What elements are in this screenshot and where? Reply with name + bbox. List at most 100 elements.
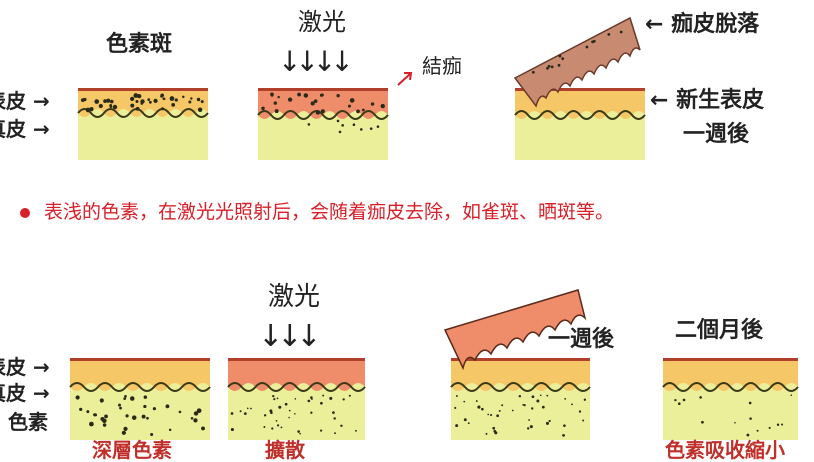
scab-pigment-dot [557, 63, 561, 67]
spread-caption: 擴散 [265, 438, 305, 462]
block-two-months-pigment-dot [734, 421, 736, 424]
skin-diagram [69, 16, 799, 440]
block-deep-pigment-pigment-dot [141, 414, 146, 419]
scab-piece-bottom [443, 289, 587, 371]
block-laser-spread-pigment-dot [246, 407, 249, 410]
block-deep-pigment-pigment-dot [102, 423, 107, 427]
block-pigment-spot-pigment-dot [85, 107, 91, 113]
deep-pigment-caption: 深層色素 [92, 438, 172, 462]
pigment-spot-title: 色素斑 [106, 32, 173, 57]
block-one-week-pigment-dot [455, 394, 458, 397]
block-deep-pigment-pigment-dot [117, 403, 121, 407]
block-one-week-pigment-dot [477, 405, 481, 409]
note-line: 表浅的色素，在激光光照射后，会随着痂皮去除，如雀斑、晒斑等。 [20, 203, 614, 222]
block-one-week-pigment-dot [463, 400, 466, 403]
one-week-label-bottom: 一週後 [548, 327, 615, 352]
block-one-week-boundary [450, 382, 591, 392]
block-laser-spread-pigment-dot [294, 398, 297, 400]
one-week-label-top: 一週後 [683, 122, 750, 147]
scab-pigment-dot [550, 65, 554, 69]
block-pigment-spot-pigment-dot [109, 99, 114, 104]
block-one-week-pigment-dot [531, 395, 535, 399]
block-laser-spread-pigment-dot [280, 426, 283, 429]
block-laser-spread-pigment-dot [348, 394, 351, 397]
block-laser-spread-pigment-dot [299, 432, 301, 435]
block-laser-spread-surface [228, 358, 365, 361]
block-deep-pigment-pigment-dot [104, 414, 108, 419]
block-laser-spread-pigment-dot [269, 409, 273, 413]
block-laser-spread-pigment-dot [275, 419, 278, 422]
scab-arrow-icon [397, 73, 411, 86]
block-laser-spread-pigment-dot [297, 430, 300, 433]
block-deep-pigment-pigment-dot [121, 430, 126, 435]
block-laser-spread-pigment-dot [310, 396, 313, 399]
residual-pigment-dot [359, 128, 363, 131]
laser-arrows-bottom: ↓↓↓ [258, 319, 321, 354]
new-epidermis-label: ← 新生表皮 [650, 88, 765, 113]
block-deep-pigment-pigment-dot [75, 395, 80, 400]
block-deep-pigment-pigment-dot [93, 413, 97, 417]
block-pigment-spot-pigment-dot [169, 96, 175, 101]
block-deep-pigment-pigment-dot [89, 421, 94, 427]
residual-pigment-dot [369, 127, 373, 130]
block-laser-spread-pigment-dot [334, 432, 336, 435]
block-deep-pigment-pigment-dot [123, 426, 128, 431]
block-laser-top-pigment-dot [270, 93, 274, 97]
scab-label: 結痂 [422, 54, 462, 78]
residual-pigment-dot [336, 119, 340, 123]
block-one-week-pigment-dot [518, 394, 522, 398]
block-one-week-pigment-dot [501, 404, 504, 407]
block-laser-spread-pigment-dot [276, 424, 280, 427]
block-one-week-pigment-dot [496, 414, 499, 418]
block-one-week-pigment-dot [511, 409, 514, 412]
block-laser-spread-pigment-dot [250, 407, 252, 410]
block-laser-top-pigment-dot [380, 103, 385, 109]
laser-arrows-top: ↓↓↓↓ [278, 45, 354, 78]
block-pigment-spot-pigment-dot [153, 98, 158, 103]
laser-label-bottom: 激光 [268, 282, 321, 312]
block-deep-pigment-surface [70, 358, 210, 361]
block-one-week-surface [451, 358, 590, 361]
block-pigment-spot-pigment-dot [130, 103, 135, 108]
residual-pigment-dot [341, 124, 344, 127]
block-one-week-pigment-dot [531, 407, 534, 410]
block-pigment-spot-pigment-dot [135, 106, 140, 111]
block-two-months-pigment-dot [781, 423, 784, 426]
block-pigment-spot-pigment-dot [129, 96, 135, 101]
block-two-months-pigment-dot [768, 426, 771, 429]
block-pigment-spot-pigment-dot [90, 108, 94, 112]
block-pigment-spot-pigment-dot [190, 97, 193, 100]
block-deep-pigment-pigment-dot [143, 395, 148, 399]
block-deep-pigment-pigment-dot [168, 428, 172, 432]
block-deep-pigment-pigment-dot [150, 433, 154, 437]
block-pigment-spot-pigment-dot [112, 104, 118, 110]
block-laser-top-pigment-dot [361, 108, 365, 112]
block-one-week-pigment-dot [475, 400, 478, 402]
note-text: 表浅的色素，在激光光照射后，会随着痂皮去除，如雀斑、晒斑等。 [44, 201, 615, 223]
block-pigment-spot-pigment-dot [140, 99, 145, 104]
scab-arrow-head-icon [404, 72, 413, 81]
block-pigment-spot-surface [78, 88, 208, 91]
block-new-epidermis-boundary [514, 110, 646, 120]
laser-label-top: 激光 [298, 8, 346, 36]
block-laser-spread-pigment-dot [263, 426, 266, 429]
block-one-week-pigment-dot [523, 404, 526, 407]
block-pigment-spot-pigment-dot [137, 93, 142, 99]
block-one-week-pigment-dot [578, 410, 582, 413]
block-laser-spread-pigment-dot [332, 411, 335, 414]
block-laser-spread-pigment-dot [333, 417, 336, 420]
block-laser-top-pigment-dot [349, 98, 355, 103]
block-laser-top-pigment-dot [370, 102, 375, 106]
block-pigment-spot-pigment-dot [162, 97, 166, 101]
two-months-label: 二個月後 [675, 318, 764, 343]
block-two-months-pigment-dot [677, 402, 681, 406]
block-laser-spread-pigment-dot [322, 394, 325, 397]
epidermis-label-bottom: 表皮 → [0, 355, 50, 379]
block-deep-pigment-pigment-dot [152, 407, 157, 411]
block-one-week-pigment-dot [455, 424, 459, 428]
block-one-week-pigment-dot [536, 399, 540, 403]
block-deep-pigment-pigment-dot [100, 417, 105, 422]
block-one-week-pigment-dot [487, 413, 490, 416]
scab-pigment-dot [619, 30, 623, 34]
block-two-months-pigment-dot [682, 398, 686, 402]
